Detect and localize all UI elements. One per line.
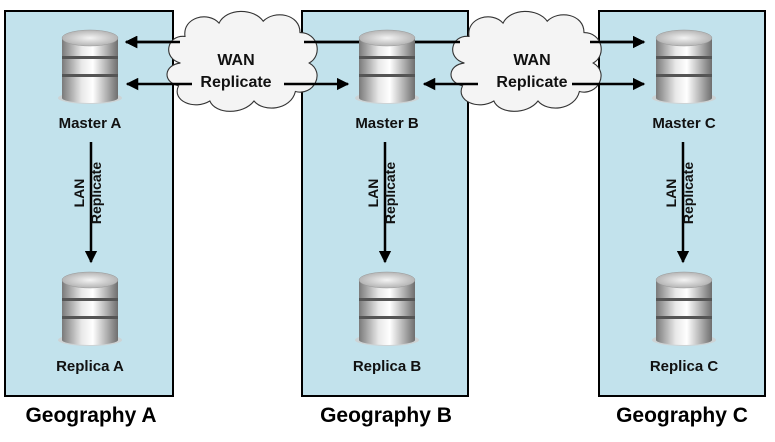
lan-label-a-line2: Replicate [88,161,104,225]
replica-a-label: Replica A [56,358,124,375]
database-icon-replica-c [651,271,717,347]
database-icon-master-b [354,29,420,105]
database-icon-master-a [57,29,123,105]
wan-label-bc-line2: Replicate [496,74,568,91]
lan-label-b-line2: Replicate [382,161,398,225]
wan-label-ab-line1: WAN [217,52,255,69]
wan-label-bc-line1: WAN [513,52,551,69]
wan-label-bc: WAN Replicate [472,50,592,94]
wan-label-ab: WAN Replicate [176,50,296,94]
geography-a-label: Geography A [25,404,157,427]
database-icon-master-c [651,29,717,105]
wan-label-ab-line2: Replicate [200,74,272,91]
database-icon-replica-a [57,271,123,347]
geography-b-label: Geography B [320,404,452,427]
master-c-label: Master C [652,115,716,132]
lan-label-b: LAN Replicate [365,153,399,233]
master-a-label: Master A [58,115,122,132]
lan-label-c-line1: LAN [663,178,679,208]
lan-label-a: LAN Replicate [71,153,105,233]
geography-c-label: Geography C [616,404,748,427]
database-icon-replica-b [354,271,420,347]
replica-b-label: Replica B [352,358,422,375]
replica-c-label: Replica C [649,358,719,375]
lan-label-b-line1: LAN [365,178,381,208]
lan-label-a-line1: LAN [71,178,87,208]
lan-label-c: LAN Replicate [663,153,697,233]
master-b-label: Master B [355,115,419,132]
lan-label-c-line2: Replicate [680,161,696,225]
